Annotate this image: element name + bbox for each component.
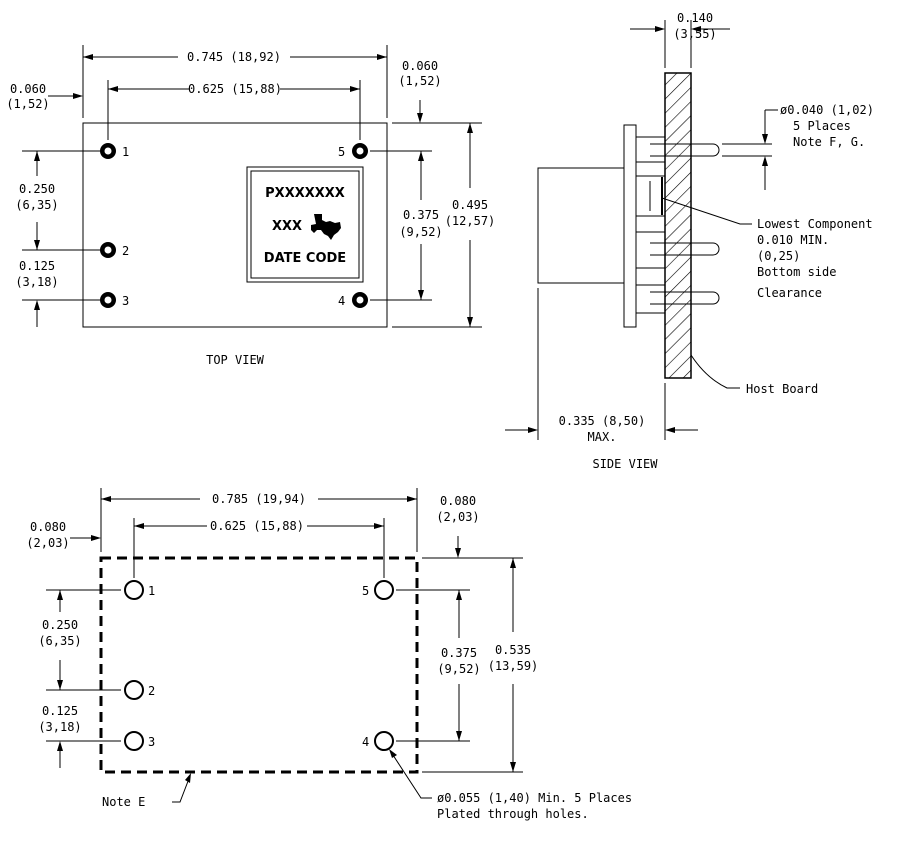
dim-right-edge-in: 0.060 <box>402 59 438 73</box>
fp-dim-right-edge-mm: (2,03) <box>436 510 479 524</box>
dim-board-mm: (3,55) <box>673 27 716 41</box>
dim-pin23-in: 0.125 <box>19 259 55 273</box>
pin-5: 5 <box>338 143 368 159</box>
fp-dim-overall-width: 0.785 (19,94) <box>212 492 306 506</box>
fp-pin-1-label: 1 <box>148 584 155 598</box>
product-label: PXXXXXXX XXX DATE CODE <box>246 166 364 283</box>
fp-pin-1: 1 <box>124 580 155 600</box>
fp-dim-height-in: 0.535 <box>495 643 531 657</box>
dim-pin54-mm: (9,52) <box>399 225 442 239</box>
fp-dim-pin23-mm: (3,18) <box>38 720 81 734</box>
label-code: XXX <box>272 219 302 234</box>
fp-pin-4: 4 <box>362 731 394 751</box>
footprint-outline <box>99 556 419 774</box>
bottom-side-note: Bottom side <box>757 265 836 279</box>
fp-dim-left-edge-mm: (2,03) <box>26 536 69 550</box>
fp-dim-pin23-in: 0.125 <box>42 704 78 718</box>
lowest-component-note: Lowest Component <box>757 217 873 231</box>
label-date-code: DATE CODE <box>264 251 346 266</box>
hole-note-line1: ø0.055 (1,40) Min. 5 Places <box>437 791 632 805</box>
dim-side-height: 0.335 (8,50) <box>559 414 646 428</box>
pin-count-note: 5 Places <box>793 119 851 133</box>
hole-note-line2: Plated through holes. <box>437 807 589 821</box>
label-part-number: PXXXXXXX <box>265 186 345 201</box>
fp-dim-left-edge-in: 0.080 <box>30 520 66 534</box>
dim-pin23-mm: (3,18) <box>15 275 58 289</box>
host-board <box>664 72 692 379</box>
pin-reference-note: Note F, G. <box>793 135 865 149</box>
side-view-caption: SIDE VIEW <box>592 457 658 471</box>
pin-diameter-note: ø0.040 (1,02) <box>780 103 874 117</box>
dim-height-in: 0.495 <box>452 198 488 212</box>
top-view-caption: TOP VIEW <box>206 353 265 367</box>
pin-4-label: 4 <box>338 294 345 308</box>
fp-pin-5-label: 5 <box>362 584 369 598</box>
module-body <box>537 167 625 284</box>
dim-left-edge-in: 0.060 <box>10 82 46 96</box>
clearance-min-note: 0.010 MIN. <box>757 233 829 247</box>
pin-1-label: 1 <box>122 145 129 159</box>
host-board-label: Host Board <box>746 382 818 396</box>
dim-pin54-in: 0.375 <box>403 208 439 222</box>
clearance-note: Clearance <box>757 286 822 300</box>
fp-dim-pin54-in: 0.375 <box>441 646 477 660</box>
fp-dim-pin54-mm: (9,52) <box>437 662 480 676</box>
dim-right-edge-mm: (1,52) <box>398 74 441 88</box>
pin-2: 2 <box>100 242 129 258</box>
dim-left-edge-mm: (1,52) <box>6 97 49 111</box>
fp-pin-3: 3 <box>124 731 155 751</box>
pin-2-label: 2 <box>122 244 129 258</box>
fp-pin-5: 5 <box>362 580 394 600</box>
pin-5-label: 5 <box>338 145 345 159</box>
dim-pin12-mm: (6,35) <box>15 198 58 212</box>
fp-dim-height-mm: (13,59) <box>488 659 539 673</box>
dim-overall-width: 0.745 (18,92) <box>187 50 281 64</box>
texas-logo-icon <box>311 214 341 240</box>
fp-dim-pin12-mm: (6,35) <box>38 634 81 648</box>
pin-4: 4 <box>338 292 368 308</box>
dim-height-mm: (12,57) <box>445 214 496 228</box>
fp-dim-right-edge-in: 0.080 <box>440 494 476 508</box>
footprint-view: 0.785 (19,94) 0.625 (15,88) 0.080 (2,03)… <box>26 488 632 821</box>
side-view: 0.140 (3,55) ø0.040 (1,02) 5 Places Note… <box>505 11 874 471</box>
fp-pin-2: 2 <box>124 680 155 700</box>
dim-pin-span: 0.625 (15,88) <box>188 82 282 96</box>
module-outline <box>82 122 388 328</box>
clearance-mm-note: (0,25) <box>757 249 800 263</box>
pin-3: 3 <box>100 292 129 308</box>
pin-3-label: 3 <box>122 294 129 308</box>
dim-side-height-max: MAX. <box>588 430 617 444</box>
fp-dim-pin-span: 0.625 (15,88) <box>210 519 304 533</box>
fp-pin-4-label: 4 <box>362 735 369 749</box>
module-flange <box>623 124 637 328</box>
note-e-label: Note E <box>102 795 145 809</box>
fp-pin-3-label: 3 <box>148 735 155 749</box>
top-view: 0.745 (18,92) 0.625 (15,88) 0.060 (1,52)… <box>6 45 495 367</box>
fp-dim-pin12-in: 0.250 <box>42 618 78 632</box>
dim-pin12-in: 0.250 <box>19 182 55 196</box>
dim-board-in: 0.140 <box>677 11 713 25</box>
pin-1: 1 <box>100 143 129 159</box>
fp-pin-2-label: 2 <box>148 684 155 698</box>
